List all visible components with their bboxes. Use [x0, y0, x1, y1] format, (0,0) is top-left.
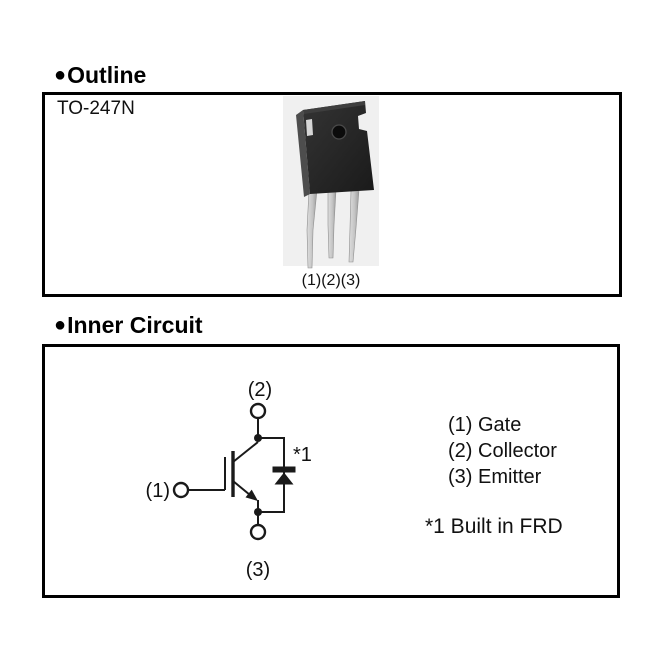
igbt-collector-lead	[232, 441, 259, 463]
package-top-bevel	[303, 101, 365, 114]
igbt-emitter-lead	[232, 480, 251, 496]
legend-emitter: (3) Emitter	[448, 466, 542, 488]
package-reflection	[306, 119, 313, 136]
package-body	[303, 101, 374, 194]
emitter-arrow-icon	[245, 489, 258, 501]
diode-note-ref-label: *1	[293, 444, 312, 466]
junction-dot-top	[254, 434, 262, 442]
outline-title: Outline	[67, 62, 147, 88]
legend-gate: (1) Gate	[448, 414, 522, 436]
emitter-pin-label: (3)	[246, 559, 270, 581]
bullet-icon: ●	[54, 314, 67, 336]
inner-circuit-section-header: ● Inner Circuit	[54, 312, 203, 339]
legend-collector: (2) Collector	[448, 440, 557, 462]
gate-terminal-icon	[172, 481, 190, 499]
collector-pin-label: (2)	[248, 379, 272, 401]
bullet-icon: ●	[54, 64, 67, 86]
outline-section-header: ● Outline	[54, 62, 146, 89]
circuit-wires	[188, 418, 285, 525]
diode-cathode-bar	[272, 466, 296, 473]
package-side-face	[296, 110, 310, 197]
diode-triangle-icon	[274, 472, 294, 485]
package-type-label: TO-247N	[57, 98, 135, 119]
junction-dot-bottom	[254, 508, 262, 516]
pin-numbers-caption: (1)(2)(3)	[301, 272, 361, 289]
emitter-terminal-icon	[249, 523, 267, 541]
pin-legend: (1) Gate (2) Collector (3) Emitter	[448, 412, 557, 490]
gate-pin-label: (1)	[146, 480, 170, 502]
outline-box: TO-247N	[42, 92, 622, 297]
igbt-circuit-diagram: (2) (1) (3) *1	[146, 379, 312, 581]
diode-branch-wire	[258, 437, 285, 513]
package-photo	[283, 96, 379, 269]
collector-terminal-icon	[249, 402, 267, 420]
inner-circuit-title: Inner Circuit	[67, 312, 203, 338]
mounting-hole-icon	[331, 124, 347, 140]
inner-circuit-box: (2) (1) (3) *1 (1) Gate (2) Collector (3…	[42, 344, 620, 598]
frd-footnote: *1 Built in FRD	[425, 515, 563, 538]
